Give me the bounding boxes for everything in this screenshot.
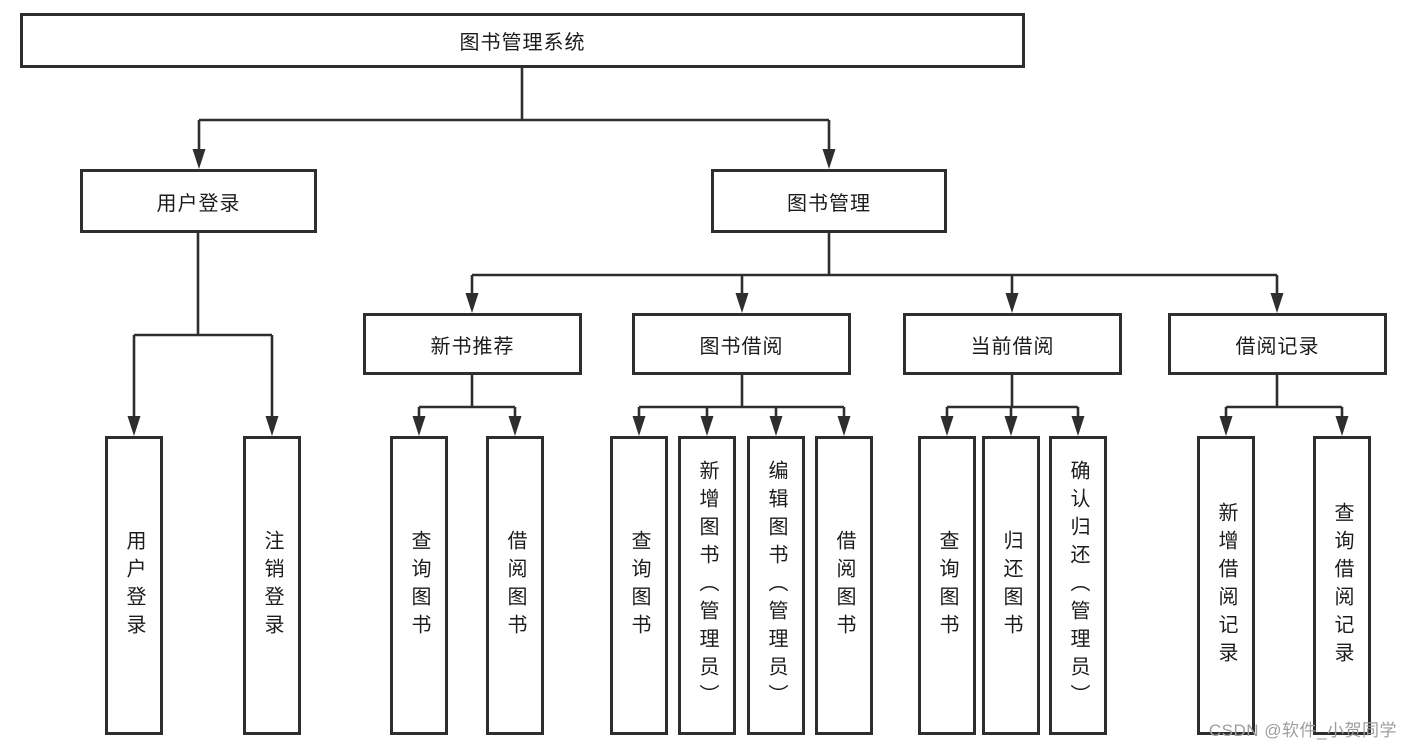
leaf-return-books: 归还图书 xyxy=(982,436,1040,735)
node-current-borrow: 当前借阅 xyxy=(903,313,1122,375)
node-user-login: 用户登录 xyxy=(80,169,317,233)
leaf-query-books-recommend: 查询图书 xyxy=(390,436,448,735)
leaf-borrow-books-recommend: 借阅图书 xyxy=(486,436,544,735)
leaf-add-books-admin: 新增图书（管理员） xyxy=(678,436,736,735)
node-book-borrow: 图书借阅 xyxy=(632,313,851,375)
leaf-edit-books-admin: 编辑图书（管理员） xyxy=(747,436,805,735)
leaf-query-books-current: 查询图书 xyxy=(918,436,976,735)
csdn-watermark: CSDN @软件_小贺同学 xyxy=(1208,721,1397,740)
node-book-management: 图书管理 xyxy=(711,169,947,233)
leaf-confirm-return-admin: 确认归还（管理员） xyxy=(1049,436,1107,735)
leaf-borrow-books: 借阅图书 xyxy=(815,436,873,735)
node-root: 图书管理系统 xyxy=(20,13,1025,68)
leaf-user-login: 用户登录 xyxy=(105,436,163,735)
node-new-book-recommend: 新书推荐 xyxy=(363,313,582,375)
node-borrow-records: 借阅记录 xyxy=(1168,313,1387,375)
leaf-query-borrow-record: 查询借阅记录 xyxy=(1313,436,1371,735)
leaf-query-books: 查询图书 xyxy=(610,436,668,735)
leaf-logout: 注销登录 xyxy=(243,436,301,735)
leaf-add-borrow-record: 新增借阅记录 xyxy=(1197,436,1255,735)
